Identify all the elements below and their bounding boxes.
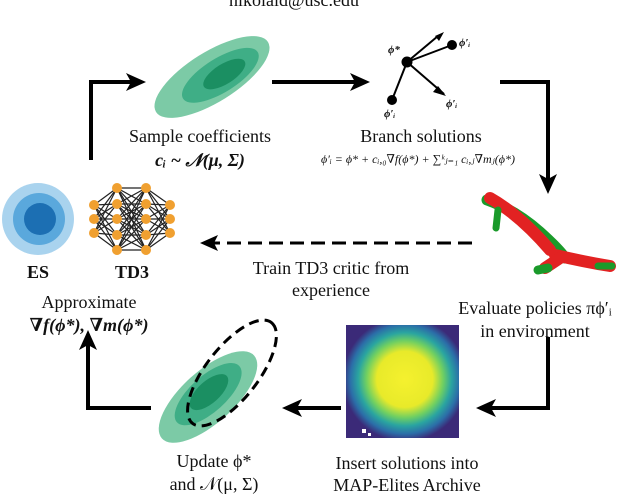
network-neuron (112, 230, 122, 240)
arrow-train-critic-dashed (200, 235, 472, 251)
robot-leg-green (492, 206, 502, 232)
network-edge (93, 187, 118, 234)
map-elites-archive (346, 325, 459, 438)
center-node (401, 56, 413, 68)
network-neuron (141, 183, 151, 193)
network-neuron (112, 214, 122, 224)
network-edge (116, 187, 147, 251)
evaluate-line2: in environment (480, 321, 590, 341)
evaluate-line1: Evaluate policies πϕ′ᵢ (458, 298, 612, 318)
branch-label-top-right: ϕ′ᵢ (459, 37, 471, 49)
update-line2: and 𝒩(μ, Σ) (169, 474, 259, 494)
train-critic-line2: experience (292, 280, 370, 300)
insert-line2: MAP-Elites Archive (333, 475, 481, 495)
network-edge (116, 234, 147, 251)
arrow-insert-to-update (282, 399, 341, 417)
es-label: ES (26, 262, 50, 282)
header-email: nikolaid@usc.edu (228, 0, 360, 10)
network-neuron (89, 214, 99, 224)
network-neuron (165, 214, 175, 224)
sample-formula: cᵢ ~ 𝒩(μ, Σ) (155, 150, 245, 170)
network-edge (116, 187, 147, 205)
branch-label-bottom-left: ϕ′ᵢ (384, 108, 396, 120)
arrow-sample-to-branch (272, 73, 370, 91)
approximate-formula: ∇f(ϕ*), ∇m(ϕ*) (29, 315, 149, 335)
update-distribution-ellipses (158, 351, 258, 443)
network-edge (93, 203, 118, 234)
network-neuron (141, 214, 151, 224)
network-neuron (112, 183, 122, 193)
insert-line1: Insert solutions into (335, 453, 479, 473)
branch-node (447, 40, 457, 50)
network-edge (93, 187, 118, 220)
ellipse-inner (189, 374, 229, 411)
network-edge (145, 204, 171, 251)
arrow-update-to-approximate (79, 330, 151, 410)
network-neuron (112, 199, 122, 209)
network-neuron (141, 245, 151, 255)
network-neuron (112, 245, 122, 255)
network-neuron (89, 200, 99, 210)
train-critic-line1: Train TD3 critic from (252, 258, 410, 278)
updated-distribution-dashed-ellipse (186, 318, 278, 428)
branch-formula: ϕ′ᵢ = ϕ* + cᵢ,₀∇f(ϕ*) + ∑ᵏⱼ₌₁ cᵢ,ⱼ∇mⱼ(ϕ*… (321, 152, 515, 166)
td3-network-icon (89, 183, 175, 255)
network-edge (116, 187, 147, 236)
update-line1: Update ϕ* (176, 451, 252, 471)
arrow-evaluate-to-insert (476, 337, 550, 417)
branch-label-center: ϕ* (388, 44, 400, 56)
network-edge (93, 204, 118, 236)
network-neuron (141, 199, 151, 209)
network-neuron (165, 228, 175, 238)
sample-title: Sample coefficients (128, 126, 272, 146)
branch-label-bottom-right: ϕ′ᵢ (446, 98, 458, 110)
robot-policy-icon (481, 192, 616, 275)
branch-solutions-graph (387, 32, 457, 105)
network-neuron (141, 230, 151, 240)
td3-label: TD3 (114, 262, 150, 282)
network-neuron (89, 228, 99, 238)
branch-node (387, 95, 397, 105)
arrow-branch-to-evaluate (500, 80, 557, 194)
approximate-title: Approximate (41, 292, 137, 312)
network-edge (145, 218, 171, 251)
network-edge (116, 218, 147, 251)
sample-distribution-ellipses (154, 36, 270, 118)
arrow-es-to-sample (89, 73, 146, 160)
es-gaussian-icon (2, 183, 74, 255)
network-edge (145, 204, 171, 236)
branch-title: Branch solutions (360, 126, 482, 146)
robot-leg-red (484, 192, 556, 256)
network-edge (145, 187, 171, 234)
network-edge (145, 187, 171, 220)
network-edge (116, 203, 147, 251)
network-edge (116, 187, 147, 220)
es-inner (24, 203, 56, 235)
network-neuron (165, 200, 175, 210)
robot-leg-green (533, 263, 553, 275)
ellipse-inner (203, 58, 246, 90)
